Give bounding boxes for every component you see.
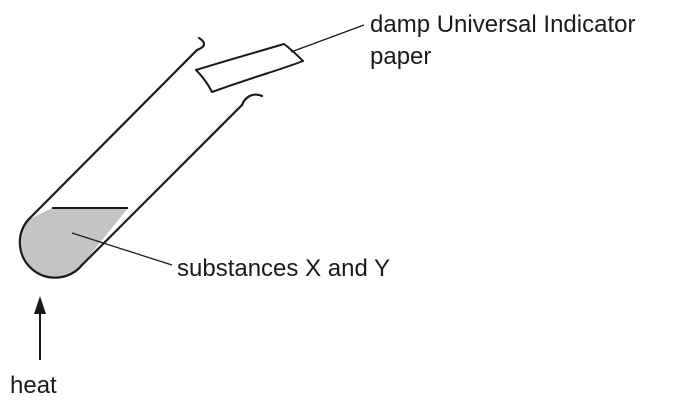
heat-arrow <box>34 296 46 360</box>
test-tube-outline <box>18 48 244 279</box>
indicator-label-line1: damp Universal Indicator <box>370 11 635 38</box>
test-tube <box>18 36 264 279</box>
test-tube-lip-right <box>240 93 264 107</box>
heat-arrow-head <box>34 296 46 314</box>
indicator-paper <box>195 43 304 93</box>
test-tube-lip-left <box>195 36 206 52</box>
substances-label: substances X and Y <box>177 255 390 282</box>
indicator-leader-line <box>290 24 365 53</box>
substance-mixture <box>19 208 129 278</box>
substances-leader-line <box>71 232 173 266</box>
indicator-label-line2: paper <box>370 43 431 70</box>
heat-label: heat <box>10 372 57 399</box>
